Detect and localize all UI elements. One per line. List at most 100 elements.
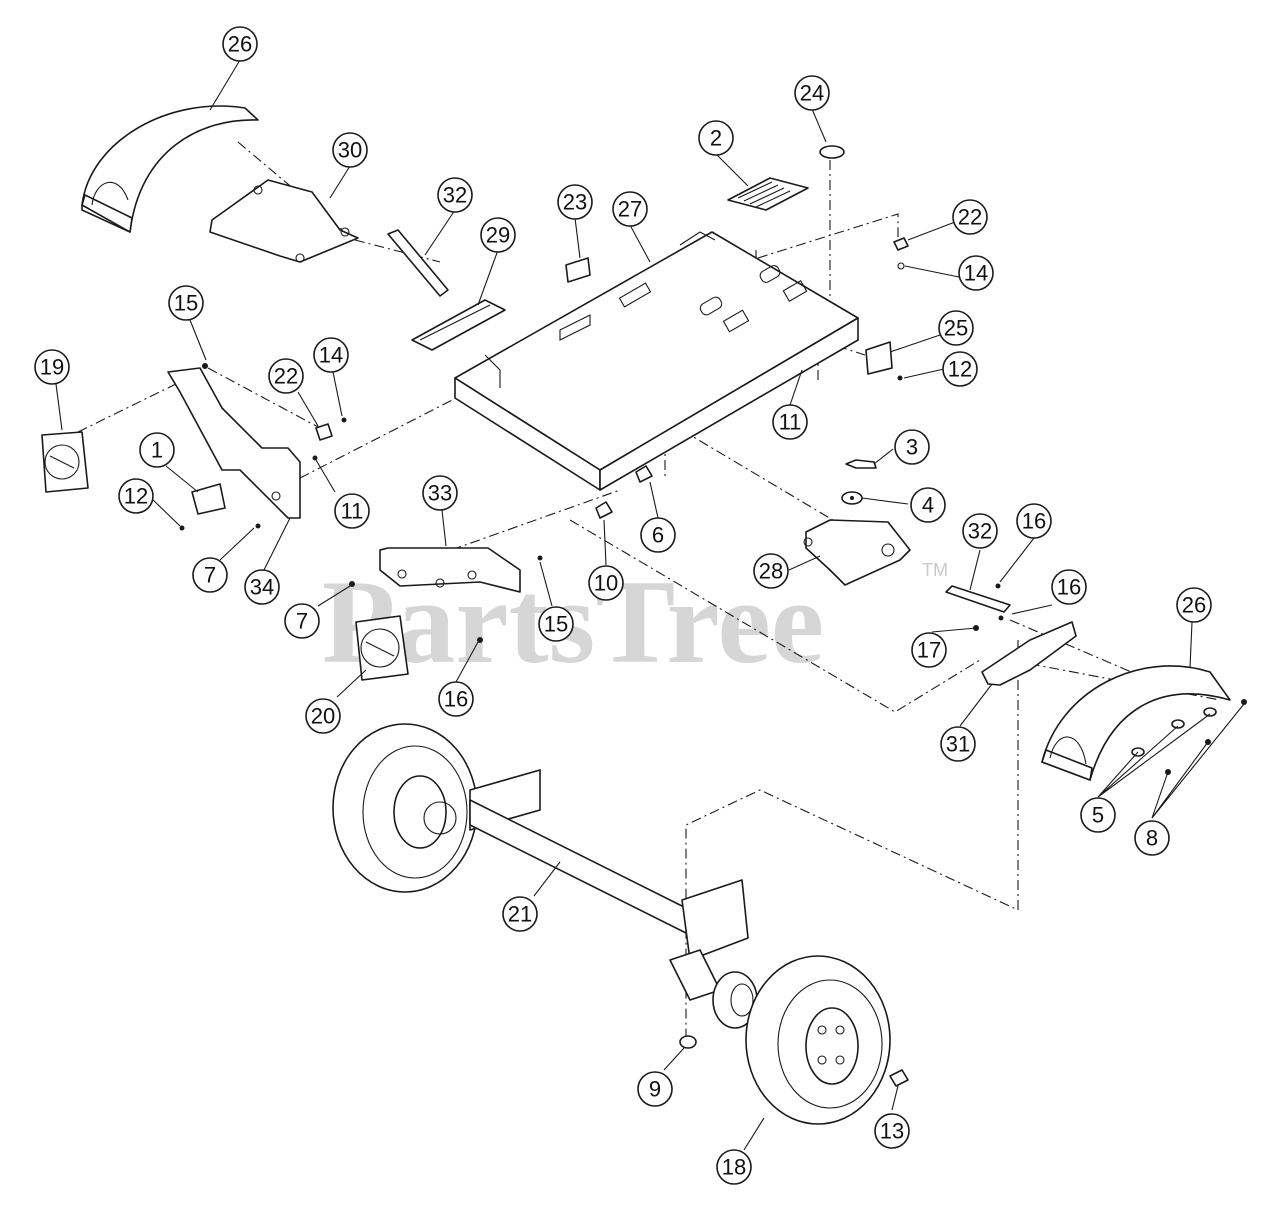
callout-33: 33 <box>422 475 458 511</box>
svg-text:22: 22 <box>274 364 298 389</box>
callout-28: 28 <box>753 553 789 589</box>
svg-text:3: 3 <box>906 435 918 460</box>
callout-32-lower: 32 <box>962 513 998 549</box>
nut-left <box>179 417 347 531</box>
callout-21: 21 <box>502 896 538 932</box>
callout-11-left: 11 <box>334 493 370 529</box>
callout-18: 18 <box>716 1149 752 1185</box>
svg-text:30: 30 <box>338 138 362 163</box>
main-frame <box>454 231 859 491</box>
callout-6: 6 <box>640 517 676 553</box>
svg-text:2: 2 <box>710 126 722 151</box>
side-bracket-center <box>349 547 543 593</box>
svg-text:14: 14 <box>319 343 343 368</box>
callout-24: 24 <box>794 75 830 111</box>
reflector-left <box>191 483 226 515</box>
nut-bolt-upper-right <box>893 237 909 270</box>
svg-text:19: 19 <box>40 355 64 380</box>
wheel-left <box>332 723 478 893</box>
svg-text:27: 27 <box>618 197 642 222</box>
callout-30: 30 <box>332 132 368 168</box>
axle <box>469 769 758 1029</box>
svg-text:21: 21 <box>508 902 532 927</box>
svg-text:15: 15 <box>174 291 198 316</box>
callout-19: 19 <box>34 349 70 385</box>
fender-bracket-left <box>209 179 359 263</box>
decal-warning <box>727 177 809 211</box>
callout-5: 5 <box>1080 797 1116 833</box>
tail-light-center <box>355 615 483 681</box>
callout-22-left: 22 <box>268 358 304 394</box>
svg-text:5: 5 <box>1092 803 1104 828</box>
reflector-right <box>865 341 903 381</box>
callout-34: 34 <box>244 569 280 605</box>
callout-23: 23 <box>557 184 593 220</box>
svg-text:16: 16 <box>1022 509 1046 534</box>
callout-27: 27 <box>612 191 648 227</box>
axle-nut <box>679 1035 697 1049</box>
svg-text:28: 28 <box>759 559 783 584</box>
callout-12-left: 12 <box>118 478 154 514</box>
callout-13: 13 <box>874 1113 910 1149</box>
leader-lines <box>55 59 1245 1151</box>
svg-text:20: 20 <box>311 704 335 729</box>
svg-text:31: 31 <box>946 732 970 757</box>
bolts-center <box>595 465 653 519</box>
svg-text:12: 12 <box>948 357 972 382</box>
svg-text:9: 9 <box>649 1077 661 1102</box>
svg-text:32: 32 <box>968 519 992 544</box>
wheel-right <box>745 955 891 1125</box>
bolt-washer-right <box>841 459 877 505</box>
svg-text:13: 13 <box>880 1119 904 1144</box>
support-bar-lower <box>945 583 1011 631</box>
svg-text:26: 26 <box>228 32 252 57</box>
svg-text:25: 25 <box>944 316 968 341</box>
callout-12-right: 12 <box>942 351 978 387</box>
svg-text:16: 16 <box>1057 575 1081 600</box>
svg-text:34: 34 <box>250 575 274 600</box>
callout-11-right: 11 <box>772 404 808 440</box>
callout-15-left: 15 <box>168 285 204 321</box>
svg-text:17: 17 <box>917 638 941 663</box>
svg-text:11: 11 <box>779 410 802 435</box>
svg-text:32: 32 <box>443 183 467 208</box>
decal-small <box>565 257 591 283</box>
callout-16-mid: 16 <box>1051 569 1087 605</box>
callout-14-upper: 14 <box>958 255 994 291</box>
svg-text:8: 8 <box>1146 826 1158 851</box>
svg-text:12: 12 <box>124 484 148 509</box>
watermark-trademark: TM <box>922 560 948 580</box>
callout-26-upper: 26 <box>222 26 258 62</box>
tail-light-left <box>41 431 89 493</box>
rear-fender-right <box>1041 665 1247 781</box>
callout-29: 29 <box>480 217 516 253</box>
svg-text:29: 29 <box>486 223 510 248</box>
callouts: 26 30 32 29 23 27 2 24 22 14 25 12 11 15… <box>34 26 1212 1185</box>
svg-text:24: 24 <box>800 81 824 106</box>
callout-22-upper: 22 <box>952 199 988 235</box>
svg-text:23: 23 <box>563 190 587 215</box>
callout-7-center: 7 <box>284 603 320 639</box>
svg-text:33: 33 <box>428 481 452 506</box>
callout-14-left: 14 <box>313 337 349 373</box>
svg-text:10: 10 <box>594 571 618 596</box>
rear-fender-left <box>81 105 259 233</box>
callout-17: 17 <box>911 632 947 668</box>
svg-text:1: 1 <box>151 438 163 463</box>
callout-31: 31 <box>940 726 976 762</box>
callout-16-lower: 16 <box>438 681 474 717</box>
lug-nut <box>889 1069 909 1087</box>
svg-text:26: 26 <box>1182 593 1206 618</box>
callout-2: 2 <box>698 120 734 156</box>
callout-8: 8 <box>1134 820 1170 856</box>
svg-text:6: 6 <box>652 523 664 548</box>
callout-4: 4 <box>910 487 946 523</box>
callout-3: 3 <box>894 429 930 465</box>
fender-bracket-right <box>981 621 1077 686</box>
svg-text:11: 11 <box>341 499 364 524</box>
svg-text:18: 18 <box>722 1155 746 1180</box>
support-bar-upper <box>387 229 449 297</box>
svg-text:7: 7 <box>296 609 308 634</box>
callout-10: 10 <box>588 565 624 601</box>
